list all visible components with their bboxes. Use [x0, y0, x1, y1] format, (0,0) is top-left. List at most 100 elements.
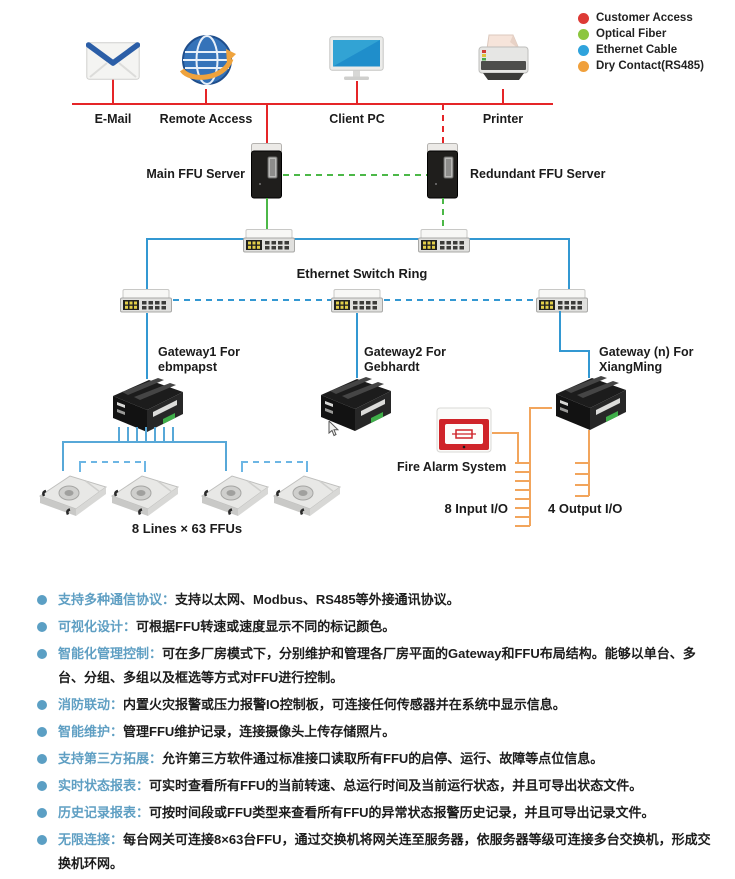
feature-body: 管理FFU维护记录，连接摄像头上传存储照片。 — [123, 724, 396, 739]
optical-fiber-dot-icon — [578, 28, 589, 40]
output-io-label: 4 Output I/O — [548, 501, 623, 516]
feature-item-8: 历史记录报表：可按时间段或FFU类型来查看所有FFU的异常状态报警历史记录，并且… — [37, 801, 713, 825]
main-server-fiber-downlink — [266, 198, 268, 231]
feature-item-9: 无限连接：每台网关可连接8×63台FFU，通过交换机将网关连至服务器，依服务器等… — [37, 828, 713, 876]
customer-access-trunk-line — [72, 103, 553, 105]
feature-items: 支持多种通信协议：支持以太网、Modbus、RS485等外接通讯协议。 可视化设… — [0, 588, 735, 876]
mouse-cursor-icon — [328, 421, 339, 437]
gateway-n-label-line2: XiangMing — [599, 359, 663, 374]
ring-top-segment-right — [469, 238, 570, 240]
bullet-dot-icon — [37, 754, 47, 764]
email-drop-line — [112, 79, 114, 104]
gateway-n-icon — [550, 376, 630, 432]
feature-body: 每台网关可连接8×63台FFU，通过交换机将网关连至服务器，依服务器等级可连接多… — [58, 832, 711, 871]
ethernet-switch-icon-bottom-middle — [331, 289, 383, 313]
remote-access-drop-line — [205, 89, 207, 104]
input-rung-4 — [515, 489, 530, 491]
main-server-label: Main FFU Server — [146, 167, 245, 181]
customer-access-dot-icon — [578, 12, 589, 24]
ffu-fan-line-6 — [163, 427, 165, 442]
legend-item-optical-fiber: Optical Fiber — [578, 26, 704, 42]
ethernet-switch-ring-label: Ethernet Switch Ring — [296, 266, 428, 281]
legend-item-ethernet-cable: Ethernet Cable — [578, 42, 704, 58]
feature-body: 允许第三方软件通过标准接口读取所有FFU的启停、运行、故障等点位信息。 — [162, 751, 604, 766]
ffu-unit-icon-1 — [38, 468, 108, 518]
ffu-unit-icon-3 — [200, 468, 270, 518]
feature-body: 可在多厂房模式下，分别维护和管理各厂房平面的Gateway和FFU布局结构。能够… — [58, 646, 696, 685]
input-rung-6 — [515, 507, 530, 509]
legend-label: Dry Contact(RS485) — [596, 60, 704, 72]
gateway2-label-line1: Gateway2 For — [364, 345, 446, 359]
feature-body: 可根据FFU转速或速度显示不同的标记颜色。 — [136, 619, 396, 634]
ring-bottom-dashed-left — [173, 299, 331, 301]
feature-item-1: 支持多种通信协议：支持以太网、Modbus、RS485等外接通讯协议。 — [37, 588, 713, 612]
client-pc-drop-line — [356, 81, 358, 104]
gateway2-label-line2: Gebhardt — [364, 359, 420, 374]
legend: Customer Access Optical Fiber Ethernet C… — [578, 10, 704, 74]
ffu-bus-line — [63, 441, 227, 443]
client-pc-icon — [329, 36, 384, 83]
remote-access-label: Remote Access — [159, 112, 253, 126]
printer-drop-line — [502, 89, 504, 104]
email-label: E-Mail — [94, 112, 132, 126]
alarm-wire-v — [517, 432, 519, 463]
main-server-access-line — [266, 104, 268, 143]
feature-body: 可按时间段或FFU类型来查看所有FFU的异常状态报警历史记录，并且可导出记录文件… — [149, 805, 655, 820]
ffu-jumper-1-dashed — [80, 461, 146, 463]
feature-body: 内置火灾报警或压力报警IO控制板，可连接任何传感器并在系统中显示信息。 — [123, 697, 566, 712]
feature-item-2: 可视化设计：可根据FFU转速或速度显示不同的标记颜色。 — [37, 615, 713, 639]
input-rung-5 — [515, 498, 530, 500]
printer-icon — [477, 33, 530, 90]
legend-item-dry-contact: Dry Contact(RS485) — [578, 58, 704, 74]
feature-heading: 实时状态报表： — [58, 778, 150, 793]
feature-heading: 消防联动： — [58, 697, 124, 712]
feature-item-6: 支持第三方拓展：允许第三方软件通过标准接口读取所有FFU的启停、运行、故障等点位… — [37, 747, 713, 771]
input-rung-3 — [515, 480, 530, 482]
feature-item-4: 消防联动：内置火灾报警或压力报警IO控制板，可连接任何传感器并在系统中显示信息。 — [37, 693, 713, 717]
ring-top-segment-left — [147, 238, 244, 240]
redundant-server-fiber-downlink-dashed — [442, 198, 444, 231]
ffu-bus-drop-right — [225, 441, 227, 471]
feature-body: 可实时查看所有FFU的当前转速、总运行时间及当前运行状态，并且可导出状态文件。 — [149, 778, 643, 793]
gateway1-label-line2: ebmpapst — [158, 359, 218, 374]
feature-item-3: 智能化管理控制：可在多厂房模式下，分别维护和管理各厂房平面的Gateway和FF… — [37, 642, 713, 690]
fire-alarm-label: Fire Alarm System — [397, 460, 507, 474]
ring-left-line — [146, 238, 148, 291]
ethernet-switch-icon-bottom-left — [120, 289, 172, 313]
ffu-fan-line-1 — [118, 427, 120, 442]
ffu-fan-line-5 — [154, 427, 156, 442]
alarm-wire-h — [492, 432, 518, 434]
dry-contact-dot-icon — [578, 60, 589, 72]
feature-item-5: 智能维护：管理FFU维护记录，连接摄像头上传存储照片。 — [37, 720, 713, 744]
legend-label: Customer Access — [596, 12, 693, 24]
fire-alarm-icon — [436, 407, 492, 453]
output-rung-4 — [575, 495, 589, 497]
input-bus-v — [529, 407, 531, 526]
feature-body: 支持以太网、Modbus、RS485等外接通讯协议。 — [175, 592, 460, 607]
legend-item-customer-access: Customer Access — [578, 10, 704, 26]
input-rung-1 — [515, 462, 530, 464]
bullet-dot-icon — [37, 781, 47, 791]
feature-heading: 历史记录报表： — [58, 805, 150, 820]
feature-heading: 支持第三方拓展： — [58, 751, 163, 766]
ethernet-switch-icon-bottom-right — [536, 289, 588, 313]
ffu-fan-line-3 — [136, 427, 138, 442]
ffu-jumper-1-stub-right — [144, 461, 146, 472]
main-server-icon — [251, 143, 282, 199]
ffu-bus-drop-left — [62, 441, 64, 471]
gateway-n-uplink-v2 — [588, 350, 590, 378]
feature-heading: 智能维护： — [58, 724, 124, 739]
bullet-dot-icon — [37, 808, 47, 818]
bullet-dot-icon — [37, 727, 47, 737]
ethernet-switch-icon-top-right — [418, 229, 470, 253]
redundant-server-label: Redundant FFU Server — [470, 167, 606, 181]
gateway1-label-line1: Gateway1 For — [158, 345, 240, 359]
input-rung-8 — [515, 525, 530, 527]
input-rung-7 — [515, 516, 530, 518]
feature-heading: 支持多种通信协议： — [58, 592, 176, 607]
redundant-server-icon — [427, 143, 458, 199]
ffu-fan-line-4 — [145, 427, 147, 442]
gateway1-icon — [107, 378, 187, 434]
